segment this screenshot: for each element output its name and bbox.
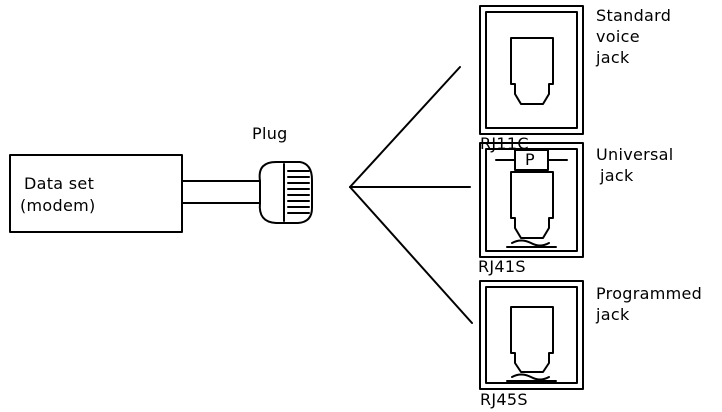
rj11c-outer-frame — [479, 5, 584, 135]
rj45s-desc-line1: Programmed — [596, 284, 703, 303]
rj41s-jack — [479, 142, 584, 258]
rj41s-contacts — [506, 239, 557, 248]
rj45s-inner-frame — [485, 286, 578, 384]
programming-resistor — [514, 149, 549, 171]
rj11c-desc-line3: jack — [596, 48, 630, 67]
rj45s-code-label: RJ45S — [480, 390, 528, 409]
data-set-label-line1: Data set — [24, 174, 95, 193]
rj45s-outer-frame — [479, 280, 584, 390]
rj45s-jack-opening — [510, 306, 554, 373]
rj11c-inner-frame — [485, 11, 578, 129]
programming-resistor-label: P — [525, 150, 535, 169]
rj41s-outer-frame — [479, 142, 584, 258]
rj45s-contacts — [506, 373, 557, 382]
plug-label: Plug — [252, 124, 288, 143]
rj41s-desc-line1: Universal — [596, 145, 674, 164]
fan-out-lines — [349, 66, 473, 324]
rj45s-desc-line2: jack — [596, 305, 630, 324]
rj11c-code-label: RJ11C — [480, 134, 529, 153]
data-set-label-line2: (modem) — [20, 196, 96, 215]
data-set-box — [9, 154, 183, 233]
rj41s-desc-line2: jack — [600, 166, 634, 185]
rj11c-jack — [479, 5, 584, 135]
rj41s-jack-opening — [510, 171, 554, 239]
rj11c-jack-opening — [510, 37, 554, 105]
plug-icon — [258, 160, 313, 224]
rj41s-code-label: RJ41S — [478, 257, 526, 276]
rj11c-desc-line1: Standard — [596, 6, 672, 25]
rj45s-jack — [479, 280, 584, 390]
cable — [181, 180, 261, 204]
rj11c-desc-line2: voice — [596, 27, 640, 46]
